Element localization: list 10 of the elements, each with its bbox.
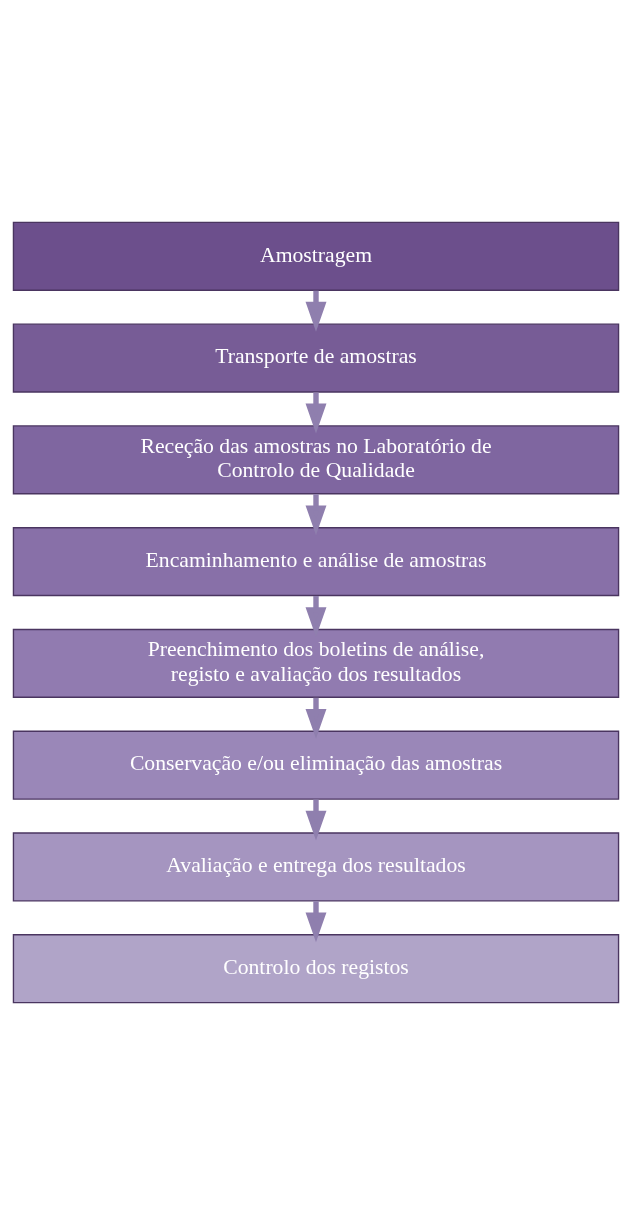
node-box: Preenchimento dos boletins de análise, registo e avaliação dos resultados (12, 628, 620, 698)
node-box: Receção das amostras no Laboratório de Controlo de Qualidade (12, 424, 620, 494)
node-box: Encaminhamento e análise de amostras (12, 526, 620, 596)
node-box: Amostragem (12, 221, 620, 291)
node-box: Avaliação e entrega dos resultados (12, 831, 620, 901)
node-box: Conservação e/ou eliminação das amostras (12, 730, 620, 800)
arrow (305, 391, 327, 434)
arrow (305, 799, 327, 841)
node-box: Controlo dos registos (12, 933, 620, 1003)
node-box: Transporte de amostras (12, 323, 620, 393)
